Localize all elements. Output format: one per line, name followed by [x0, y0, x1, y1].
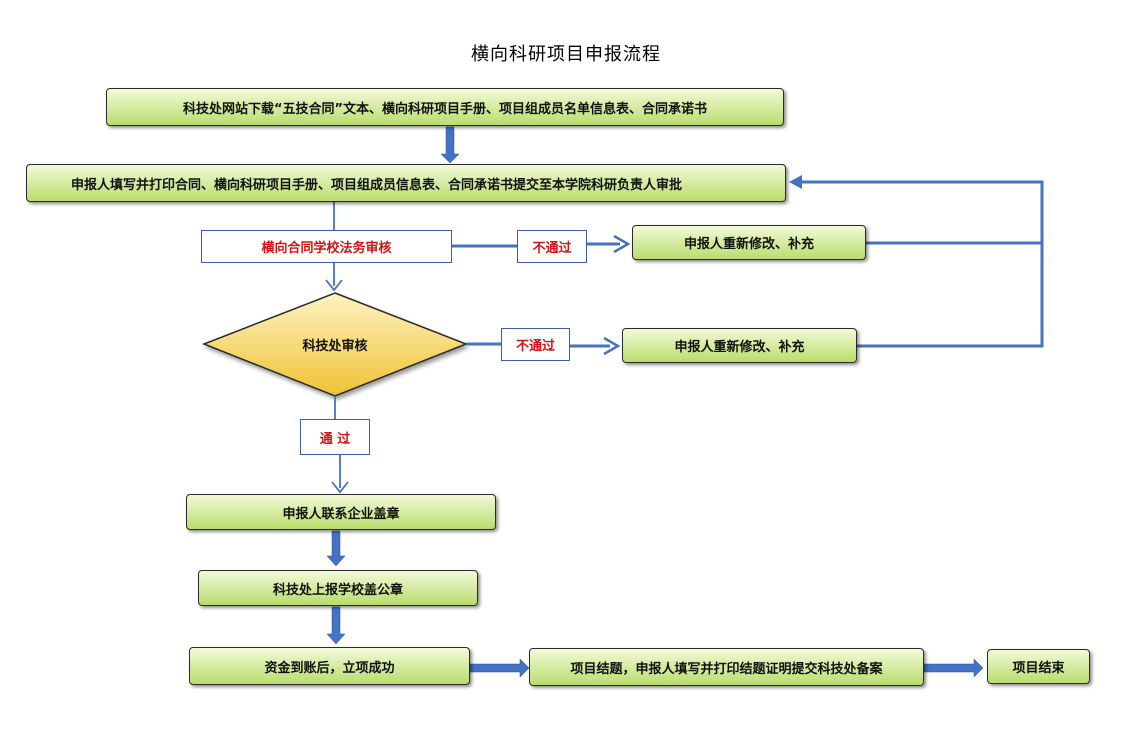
arrowhead-to-diamond — [325, 279, 343, 292]
arrowhead-loop — [789, 175, 802, 189]
node-revise-2: 申报人重新修改、补充 — [622, 328, 857, 363]
node-revise-1: 申报人重新修改、补充 — [632, 225, 866, 260]
node-end: 项目结束 — [987, 649, 1090, 684]
block-arrow-5 — [923, 658, 984, 678]
node-school-seal: 科技处上报学校盖公章 — [198, 570, 478, 606]
block-arrow-2 — [326, 530, 346, 567]
node-fill-submit: 申报人填写并打印合同、横向科研项目手册、项目组成员信息表、合同承诺书提交至本学院… — [26, 164, 786, 202]
block-arrow-3 — [326, 606, 346, 645]
page-title: 横向科研项目申报流程 — [471, 44, 661, 65]
node-sci-review: 科技处审核 — [302, 338, 368, 354]
label-fail-2: 不通过 — [501, 328, 570, 361]
label-fail-1: 不通过 — [517, 230, 587, 263]
node-download: 科技处网站下载“五技合同”文本、横向科研项目手册、项目组成员名单信息表、合同承诺… — [106, 88, 784, 126]
node-legal-review: 横向合同学校法务审核 — [201, 230, 452, 263]
block-arrow-4 — [469, 658, 530, 678]
node-closure: 项目结题，申报人填写并打印结题证明提交科技处备案 — [529, 648, 924, 686]
block-arrow-1 — [440, 126, 460, 164]
loop-line-revise2 — [800, 180, 1044, 348]
arrowhead-to-revise1 — [613, 234, 631, 254]
arrowhead-to-company — [331, 481, 349, 494]
arrowhead-to-revise2 — [603, 336, 621, 356]
label-pass: 通 过 — [300, 419, 370, 455]
node-funds-arrive: 资金到账后，立项成功 — [189, 647, 470, 685]
node-company-seal: 申报人联系企业盖章 — [186, 494, 496, 530]
